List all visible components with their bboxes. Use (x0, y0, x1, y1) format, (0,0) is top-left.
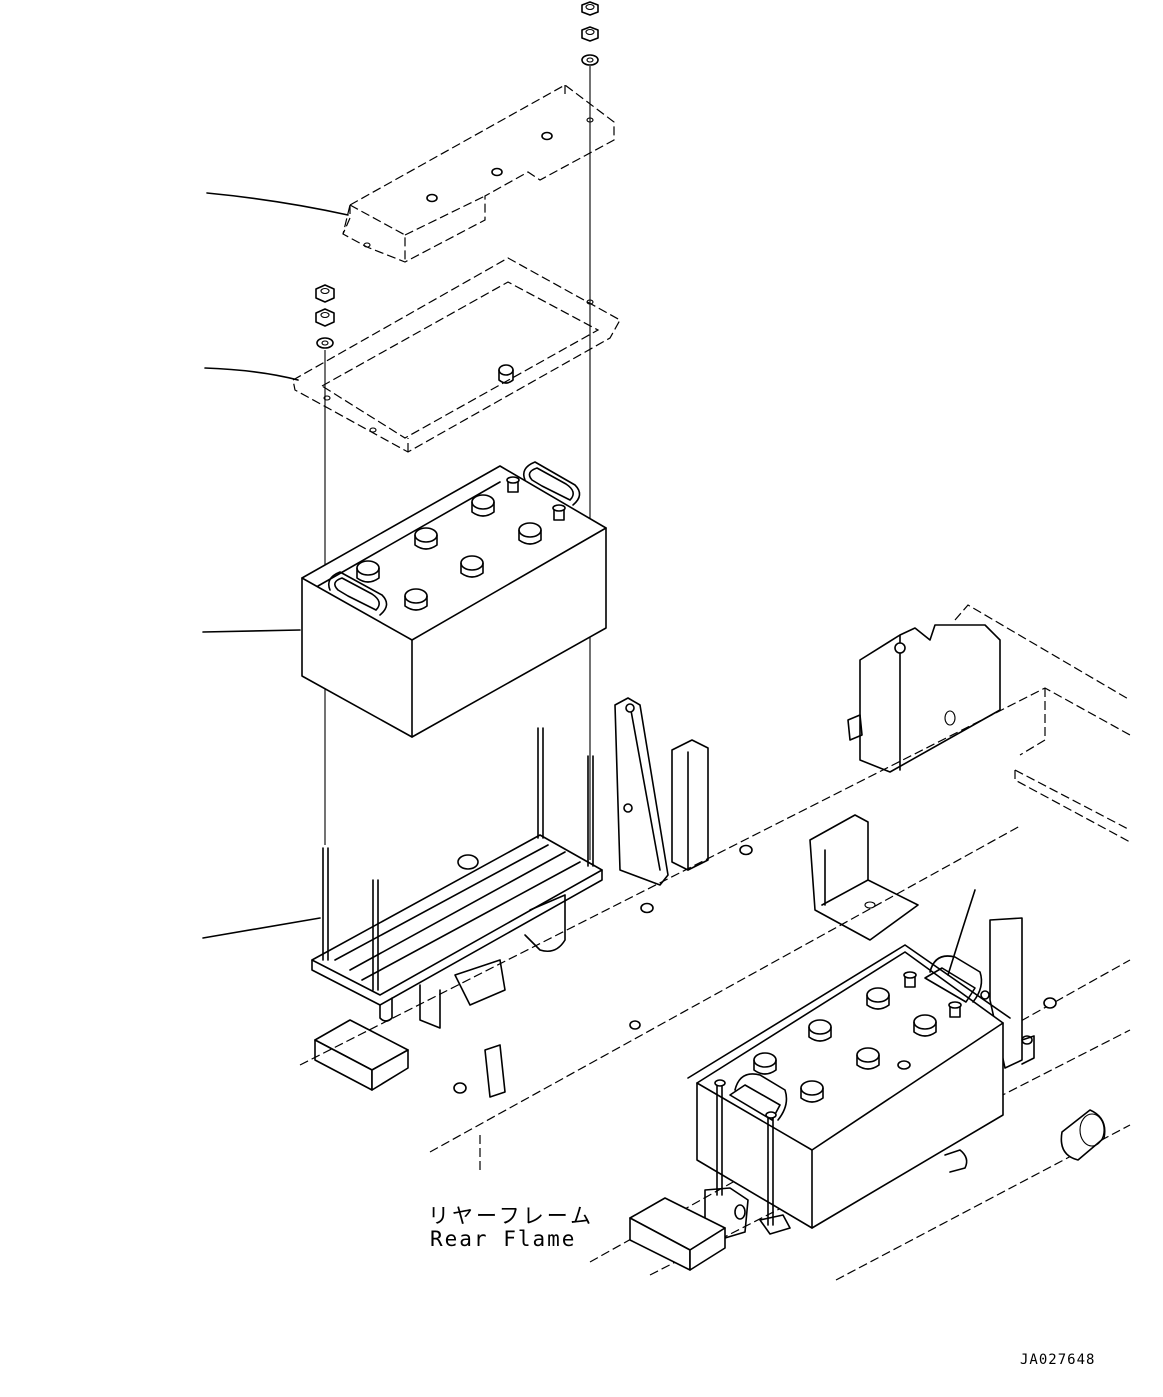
leader-line-cover (206, 192, 349, 216)
hold-down-frame (292, 257, 621, 453)
rear-frame-label-jp: リヤーフレーム (428, 1204, 595, 1228)
top-left-fasteners (315, 284, 335, 845)
side-stay (614, 697, 709, 886)
rear-frame-label-en: Rear Flame (430, 1227, 577, 1251)
leader-line-bracket (202, 917, 321, 939)
battery-exploded (301, 461, 607, 738)
spacer-block-left (314, 1019, 409, 1091)
battery-assembled (687, 917, 1035, 1239)
spacer-block-right (629, 1197, 726, 1271)
top-right-fasteners (581, 1, 599, 860)
leader-line-battery (202, 629, 301, 633)
battery-bracket (311, 727, 753, 1098)
drawing-code: JA027648 (1020, 1352, 1096, 1368)
leader-line-assembled (947, 889, 976, 976)
battery-cover (342, 84, 615, 263)
leader-line-frame (204, 367, 299, 381)
rear-frame (299, 604, 1131, 1281)
